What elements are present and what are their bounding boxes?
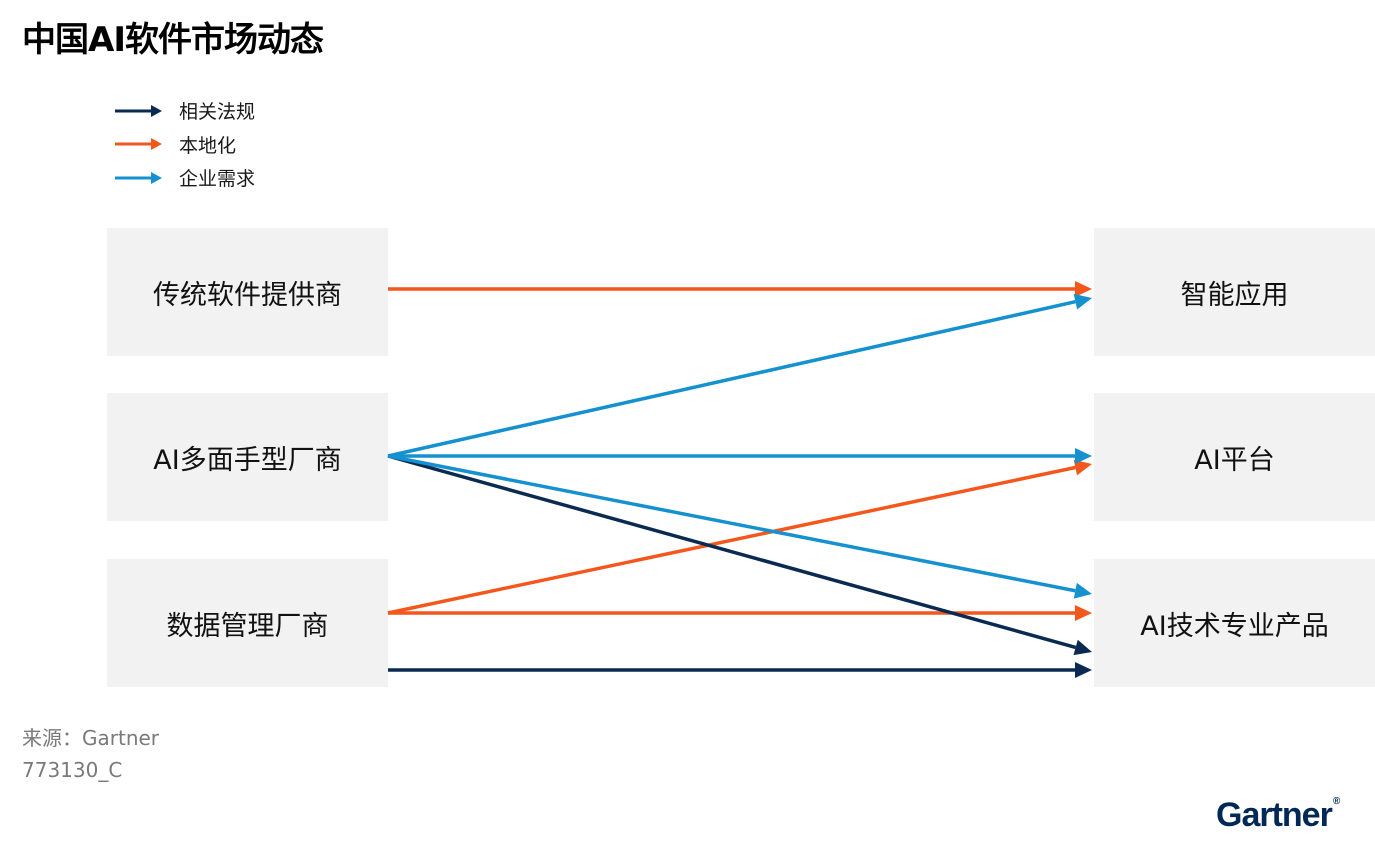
box-label: 传统软件提供商 [153,279,342,311]
connector-line [387,454,1076,593]
connector-data-to-platform [387,459,1092,615]
legend-item-enterprise-demand: 企业需求 [115,161,255,195]
box-label: AI技术专业产品 [1140,610,1329,642]
arrow-icon [115,171,162,184]
arrowhead [1075,448,1092,464]
legend-label: 企业需求 [179,168,256,191]
connector-line [387,454,1077,650]
arrowhead [1075,662,1092,678]
connector-data-to-specialized [388,662,1092,678]
arrowhead [1073,639,1092,656]
legend: 相关法规 本地化 企业需求 [115,94,255,195]
arrow-icon [115,104,162,117]
connector-line [387,465,1076,615]
connector-versatile-to-platform [388,448,1092,464]
legend-label: 相关法规 [179,101,256,124]
box-label: 数据管理厂商 [166,610,329,642]
connector-versatile-to-apps [387,293,1092,458]
gartner-logo: Gartner® [1216,796,1340,834]
figure-id: 773130_C [22,758,123,782]
arrowhead [1073,459,1092,476]
source-note: 来源：Gartner [22,726,160,750]
connector-data-to-specialized [388,605,1092,621]
connector-versatile-to-specialized [387,454,1092,599]
target-box-platform: AI平台 [1094,393,1375,521]
target-box-specialized: AI技术专业产品 [1094,559,1375,687]
connector-versatile-to-specialized [387,454,1092,656]
box-label: AI平台 [1194,444,1275,476]
legend-item-regulation: 相关法规 [115,94,255,128]
source-box-traditional: 传统软件提供商 [107,228,388,356]
box-label: AI多面手型厂商 [153,444,342,476]
legend-item-localization: 本地化 [115,128,255,162]
box-label: 智能应用 [1180,279,1289,311]
connector-traditional-to-apps [388,281,1092,297]
arrowhead [1073,582,1092,599]
source-box-versatile: AI多面手型厂商 [107,393,388,521]
arrowhead [1075,281,1092,297]
page-title: 中国AI软件市场动态 [22,20,324,60]
target-box-apps: 智能应用 [1094,228,1375,356]
source-box-data: 数据管理厂商 [107,559,388,687]
legend-label: 本地化 [179,134,237,157]
arrow-icon [115,138,162,151]
arrowhead [1073,293,1092,310]
connector-line [387,300,1076,458]
arrowhead [1075,605,1092,621]
